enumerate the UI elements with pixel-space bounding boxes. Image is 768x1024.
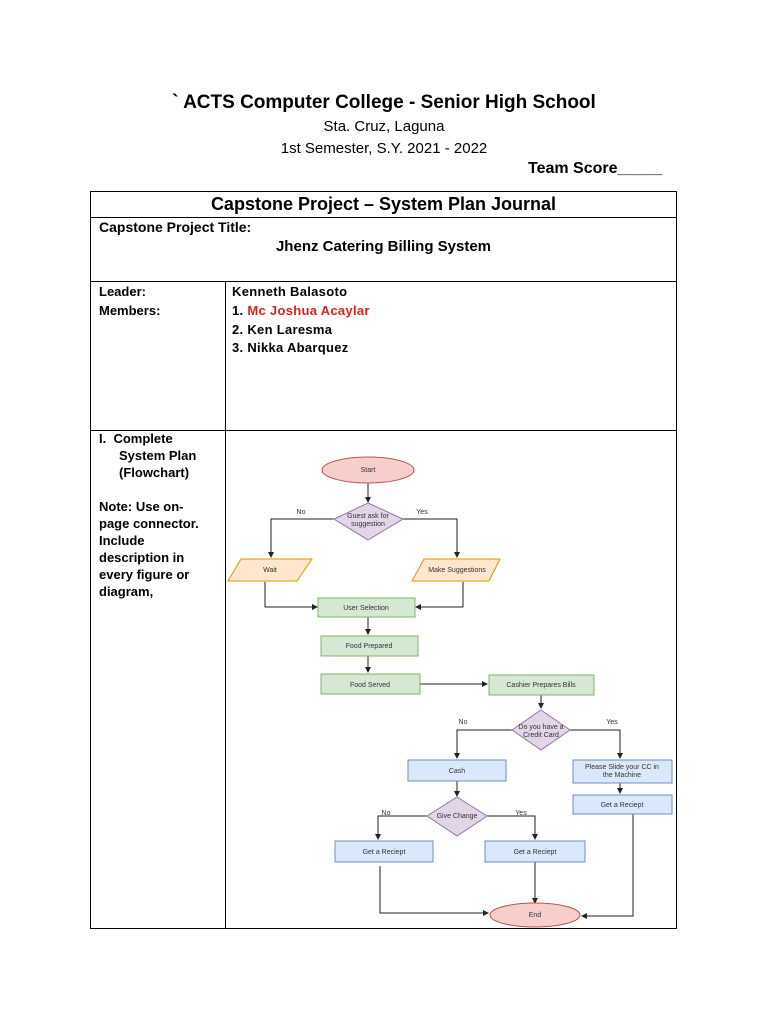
- get-receipt-left-label: Get a Reciept: [363, 849, 406, 856]
- arrow-q1-no: [268, 518, 334, 558]
- change-yes-label: Yes: [515, 810, 527, 817]
- member-number: 1.: [232, 303, 248, 318]
- arrow-change-no: [375, 815, 427, 840]
- leader-label: Leader:: [99, 284, 146, 299]
- arrow-cc-receipt-to-end: [581, 814, 634, 919]
- cashier-label: Cashier Prepares Bills: [506, 682, 576, 689]
- q2-yes-label: Yes: [606, 719, 618, 726]
- school-address: Sta. Cruz, Laguna: [323, 118, 445, 135]
- start-label: Start: [361, 467, 376, 474]
- wait-label: Wait: [263, 567, 277, 574]
- io-make-suggestions: [411, 558, 501, 582]
- arrow-q2-yes: [570, 729, 623, 759]
- io-wait: [227, 558, 313, 582]
- q2-label-line1: Do you have a: [518, 724, 563, 731]
- cash-label: Cash: [449, 768, 465, 775]
- journal-title: Capstone Project – System Plan Journal: [210, 194, 557, 214]
- process-get-receipt-right: [484, 840, 586, 863]
- section-one: I. Complete System Plan (Flowchart) Note…: [99, 430, 224, 600]
- q1-no-label: No: [297, 509, 306, 516]
- row-divider: [91, 430, 676, 431]
- end-terminal: [489, 902, 581, 928]
- row-divider: [91, 281, 676, 282]
- section-number: I.: [99, 431, 107, 446]
- decision-give-change: [426, 796, 488, 837]
- note-line: Note: Use on-: [99, 499, 184, 514]
- arrow-change-yes: [487, 815, 538, 840]
- slide-cc-line1: Please Slide your CC in: [585, 764, 659, 771]
- arrow-receipt-left-to-end: [379, 866, 489, 916]
- row-divider: [91, 217, 676, 218]
- arrow-suggest-to-selection: [415, 582, 464, 610]
- decision-credit-card: [511, 709, 571, 751]
- food-served-label: Food Served: [350, 682, 390, 689]
- column-divider: [225, 281, 226, 929]
- q1-label-line2: suggestion: [351, 521, 385, 528]
- member-name-highlighted: Mc Joshua Acaylar: [247, 303, 370, 318]
- school-name: ` ACTS Computer College - Senior High Sc…: [172, 92, 596, 113]
- section-title-line: (Flowchart): [119, 465, 190, 480]
- note-line: description in: [99, 550, 185, 565]
- q1-label-line1: Guest ask for: [347, 513, 389, 520]
- process-food-served: [320, 673, 421, 695]
- section-title-line: System Plan: [119, 448, 197, 463]
- food-prepared-label: Food Prepared: [346, 643, 393, 650]
- project-title-label: Capstone Project Title:: [99, 219, 252, 235]
- process-user-selection: [317, 597, 416, 618]
- process-cashier-bills: [488, 674, 595, 696]
- note-line: diagram,: [99, 584, 154, 599]
- project-title: Jhenz Catering Billing System: [275, 238, 492, 255]
- members-label: Members:: [99, 303, 161, 318]
- arrow-q1-yes: [403, 518, 460, 558]
- member-3: 3. Nikka Abarquez: [232, 340, 349, 355]
- team-score: Team Score_____: [528, 160, 663, 177]
- get-receipt-cc-label: Get a Reciept: [601, 802, 644, 809]
- user-selection-label: User Selection: [343, 605, 389, 612]
- process-slide-cc: [572, 759, 673, 784]
- start-terminal: [321, 456, 415, 484]
- make-suggestions-label: Make Suggestions: [428, 567, 486, 574]
- arrow-q2-no: [454, 729, 512, 759]
- journal-table: Capstone Project – System Plan Journal C…: [90, 191, 677, 929]
- decision-guest-suggestion: [332, 502, 405, 541]
- process-food-prepared: [320, 635, 419, 657]
- q2-label-line2: Credit Card: [523, 732, 559, 739]
- member-2: 2. Ken Laresma: [232, 322, 333, 337]
- note-line: page connector.: [99, 516, 199, 531]
- slide-cc-line2: the Machine: [603, 772, 641, 779]
- semester: 1st Semester, S.Y. 2021 - 2022: [280, 140, 488, 157]
- connectors: [264, 483, 634, 919]
- process-get-receipt-left: [334, 840, 434, 863]
- process-cash: [407, 759, 507, 782]
- q2-no-label: No: [459, 719, 468, 726]
- get-receipt-right-label: Get a Reciept: [514, 849, 557, 856]
- end-label: End: [529, 912, 542, 919]
- process-get-receipt-cc: [572, 794, 673, 815]
- give-change-label: Give Change: [437, 813, 478, 820]
- section-title-line: I. Complete: [99, 431, 173, 446]
- note-line: Include: [99, 533, 145, 548]
- q1-yes-label: Yes: [416, 509, 428, 516]
- leader-name: Kenneth Balasoto: [232, 284, 348, 299]
- note-line: every figure or: [99, 567, 190, 582]
- arrow-wait-to-selection: [264, 582, 318, 610]
- change-no-label: No: [382, 810, 391, 817]
- member-1: 1. Mc Joshua Acaylar: [232, 303, 370, 318]
